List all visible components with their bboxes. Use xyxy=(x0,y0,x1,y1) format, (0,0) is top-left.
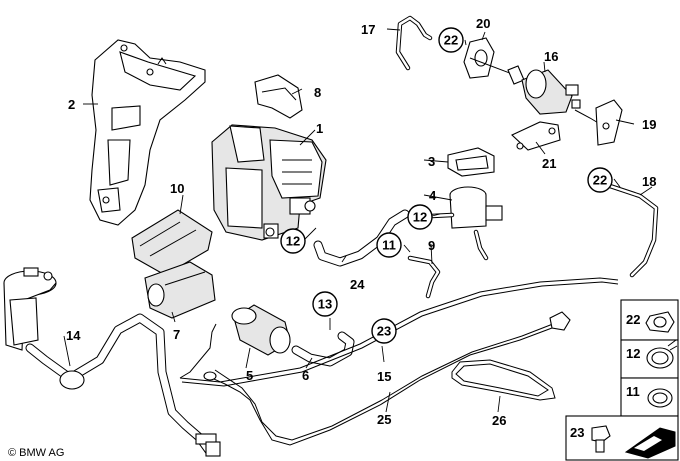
legend-label-23: 23 xyxy=(570,425,584,440)
svg-text:13: 13 xyxy=(318,297,332,312)
callout-4: 4 xyxy=(429,188,437,203)
heater-cover-part xyxy=(254,74,303,119)
callout-2: 2 xyxy=(68,97,75,112)
circled-callout-12-right: 12 xyxy=(407,204,433,230)
callout-5: 5 xyxy=(246,368,253,383)
callout-20: 20 xyxy=(476,16,490,31)
svg-text:23: 23 xyxy=(377,324,391,339)
plug-23-icon xyxy=(591,425,611,443)
fuel-line-15 xyxy=(179,277,619,387)
silencer-part xyxy=(144,261,216,319)
fuel-pipe-part xyxy=(25,313,221,457)
leader-lines xyxy=(63,28,653,413)
callout-17: 17 xyxy=(361,22,375,37)
circled-callout-22-right: 22 xyxy=(587,167,613,193)
callout-26: 26 xyxy=(492,413,506,428)
callout-10: 10 xyxy=(170,181,184,196)
callout-8: 8 xyxy=(314,85,321,100)
wire-loop-part xyxy=(451,359,556,401)
coolant-hose-6 xyxy=(291,331,355,367)
callout-15: 15 xyxy=(377,369,391,384)
circled-callout-22-top: 22 xyxy=(438,27,464,53)
fuel-tank-sender-part xyxy=(3,267,57,351)
callout-6: 6 xyxy=(302,368,309,383)
svg-text:12: 12 xyxy=(413,210,427,225)
fuel-line-18 xyxy=(607,183,659,278)
auxiliary-heater-part xyxy=(211,124,327,241)
grommet-part xyxy=(463,37,495,79)
fuel-pump-part xyxy=(231,304,291,356)
pump-holder-part xyxy=(447,147,495,177)
callout-25: 25 xyxy=(377,412,391,427)
pump-bracket-part xyxy=(511,121,561,151)
fuel-line-25 xyxy=(203,311,571,446)
dosing-pump-part xyxy=(469,57,601,125)
callout-14: 14 xyxy=(66,328,81,343)
callout-16: 16 xyxy=(544,49,558,64)
heat-shield-part xyxy=(131,209,213,276)
callout-1: 1 xyxy=(316,121,323,136)
callout-24: 24 xyxy=(350,277,365,292)
svg-text:11: 11 xyxy=(382,238,396,253)
callout-labels: 1 2 3 4 5 6 7 8 9 10 14 15 16 17 18 19 2… xyxy=(66,16,656,428)
svg-text:22: 22 xyxy=(444,33,458,48)
callout-3: 3 xyxy=(428,154,435,169)
callout-9: 9 xyxy=(428,238,435,253)
water-pump-part xyxy=(429,186,503,261)
mounting-clamp-part xyxy=(595,99,623,146)
circled-callout-13: 13 xyxy=(312,291,338,317)
fuel-hose-17 xyxy=(395,15,433,71)
legend-label-11: 11 xyxy=(626,384,640,399)
bracket-part xyxy=(89,39,206,226)
callout-19: 19 xyxy=(642,117,656,132)
legend-panel: 22 12 11 23 xyxy=(565,299,679,461)
callout-21: 21 xyxy=(542,156,556,171)
legend-label-22: 22 xyxy=(626,312,640,327)
coolant-hose-9 xyxy=(407,255,441,299)
copyright-text: © BMW AG xyxy=(8,447,64,459)
coolant-hose-24 xyxy=(313,209,410,267)
svg-text:12: 12 xyxy=(286,234,300,249)
circled-callout-12-left: 12 xyxy=(280,228,306,254)
circled-callout-11: 11 xyxy=(376,232,402,258)
callout-7: 7 xyxy=(173,327,180,342)
legend-label-12: 12 xyxy=(626,346,640,361)
svg-text:22: 22 xyxy=(593,173,607,188)
circled-callouts: 22 22 12 12 11 13 23 xyxy=(280,27,613,344)
callout-18: 18 xyxy=(642,174,656,189)
circled-callout-23: 23 xyxy=(371,318,397,344)
